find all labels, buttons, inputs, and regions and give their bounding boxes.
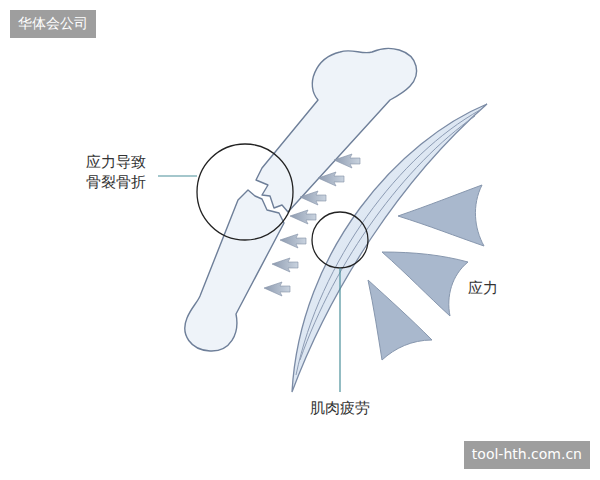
watermark-box: tool-hth.com.cn [464, 441, 590, 469]
muscle-fiber [296, 110, 480, 375]
annotation-label: 应力导致 骨裂骨折 [86, 152, 154, 193]
muscle [292, 104, 487, 392]
leader-line [158, 175, 197, 176]
muscle-fiber [300, 116, 475, 360]
watermark-text: tool-hth.com.cn [472, 445, 582, 465]
callout-circle [312, 212, 368, 268]
watermark-text: 华体会公司 [18, 14, 88, 34]
bone-lower [185, 190, 284, 351]
small-arrows [264, 154, 360, 296]
annotation-label: 肌肉疲劳 [310, 398, 370, 418]
leader-line [339, 268, 340, 392]
annotation-label: 应力 [468, 278, 498, 298]
stress-arrows [368, 185, 484, 360]
callout-circle [197, 144, 293, 240]
watermark-box: 华体会公司 [10, 10, 96, 38]
